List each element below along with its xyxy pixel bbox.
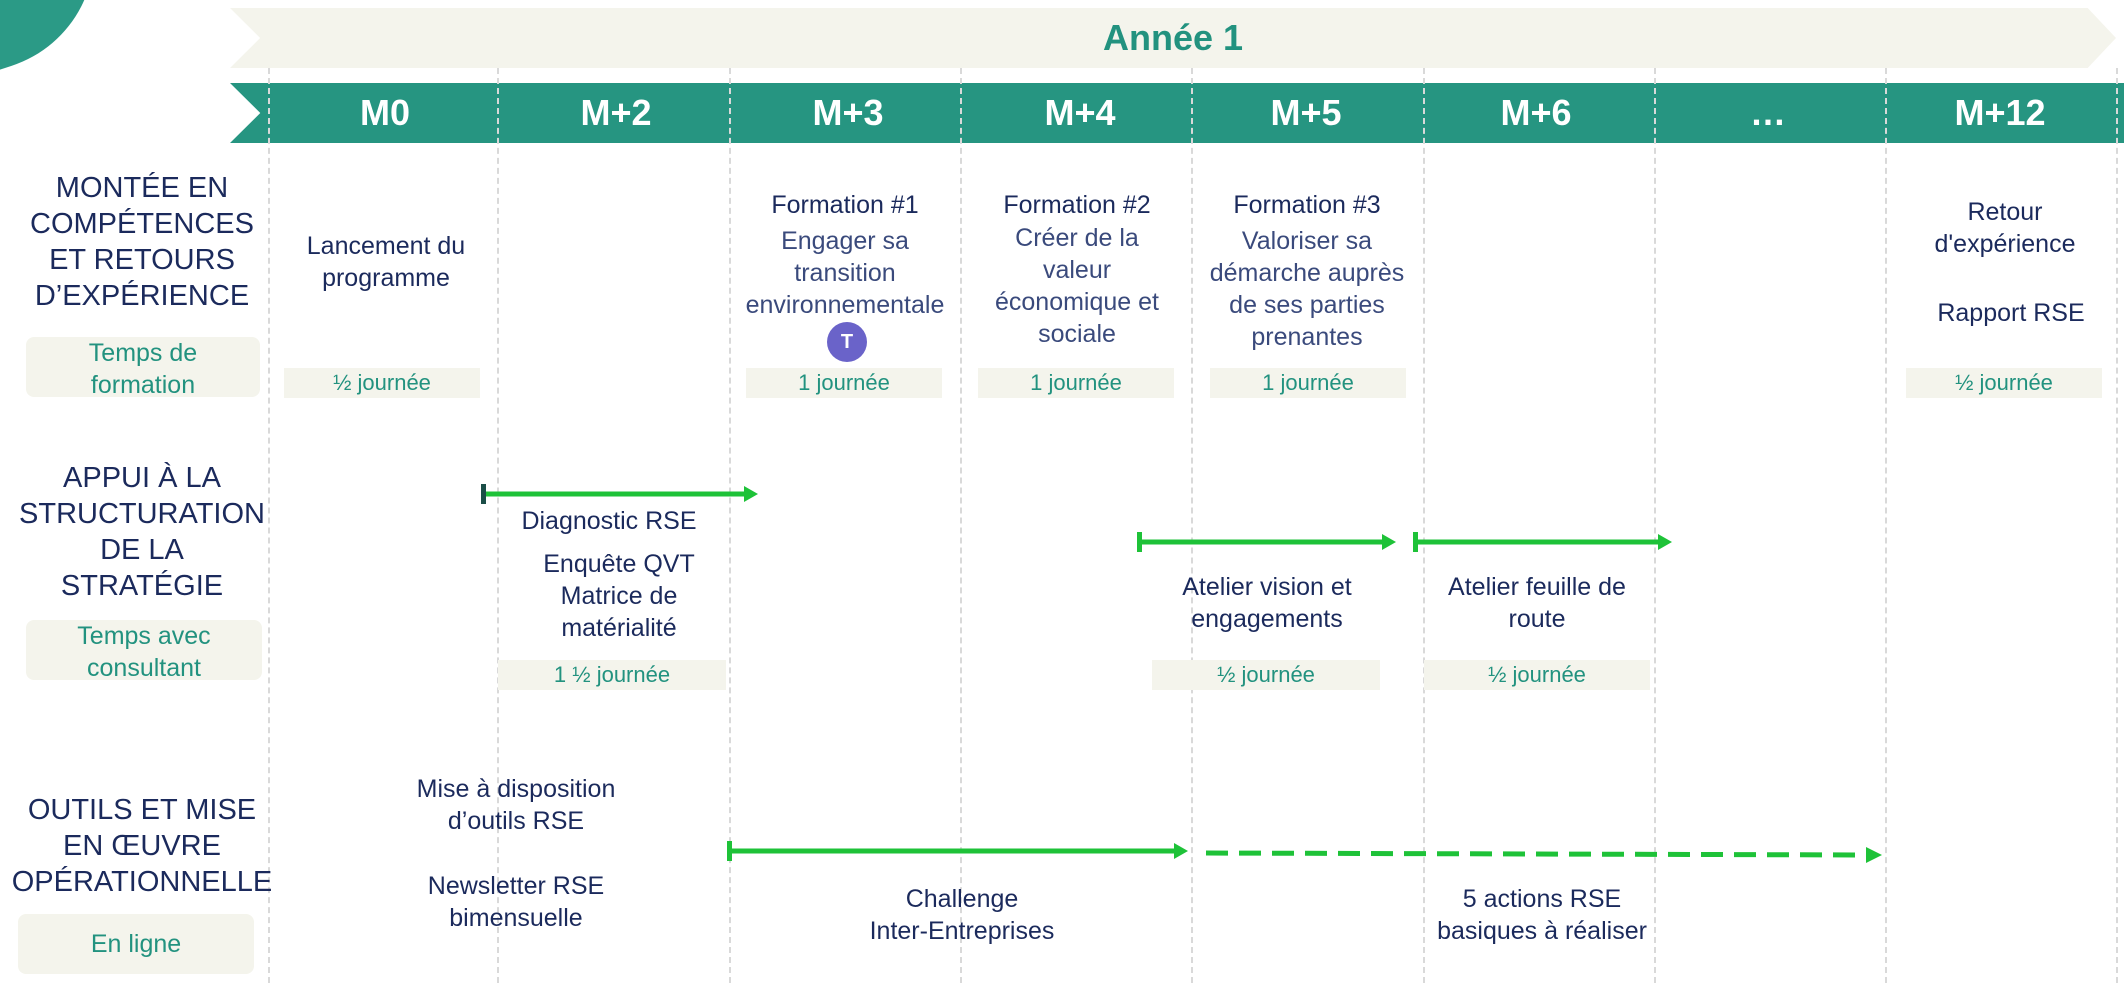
formation-2-title: Formation #2 xyxy=(1003,191,1151,219)
column-divider xyxy=(729,68,731,983)
year-title: Année 1 xyxy=(1102,17,1244,58)
month-m12: M+12 xyxy=(1954,92,2046,133)
formation-3-title: Formation #3 xyxy=(1233,191,1381,219)
year-banner xyxy=(230,8,2116,68)
month-bar xyxy=(230,83,2124,143)
column-divider xyxy=(960,68,962,983)
duration-badge: 1 ½ journée xyxy=(498,660,726,690)
rapport-label: Rapport RSE xyxy=(1937,299,2085,327)
diagnostic-arrow xyxy=(481,484,758,504)
column-divider xyxy=(1654,68,1656,983)
month-m2: M+2 xyxy=(580,92,652,133)
duration-badge: 1 journée xyxy=(1210,368,1406,398)
challenge-arrow xyxy=(727,841,1188,861)
month-m6: M+6 xyxy=(1500,92,1572,133)
column-divider xyxy=(1191,68,1193,983)
duration-badge: ½ journée xyxy=(1906,368,2102,398)
month-m5: M+5 xyxy=(1270,92,1342,133)
duration-badge: 1 journée xyxy=(978,368,1174,398)
column-divider xyxy=(1885,68,1887,983)
badge-online: En ligne xyxy=(18,914,254,974)
column-divider xyxy=(1423,68,1425,983)
actions-dashed-arrow xyxy=(1205,847,1882,863)
month-ellipsis: … xyxy=(1750,92,1786,133)
atelier-route-arrow xyxy=(1413,532,1672,552)
month-m4: M+4 xyxy=(1044,92,1116,133)
month-m3: M+3 xyxy=(812,92,884,133)
duration-badge: 1 journée xyxy=(746,368,942,398)
teams-icon: T xyxy=(827,322,867,362)
column-divider xyxy=(268,68,270,983)
column-divider xyxy=(497,68,499,983)
column-divider xyxy=(2116,68,2118,983)
atelier-vision-arrow xyxy=(1137,532,1396,552)
formation-1-title: Formation #1 xyxy=(771,191,919,219)
duration-badge: ½ journée xyxy=(1424,660,1650,690)
month-m0: M0 xyxy=(359,92,410,133)
diagnostic-label: Diagnostic RSE xyxy=(521,507,697,535)
duration-badge: ½ journée xyxy=(284,368,480,398)
duration-badge: ½ journée xyxy=(1152,660,1380,690)
